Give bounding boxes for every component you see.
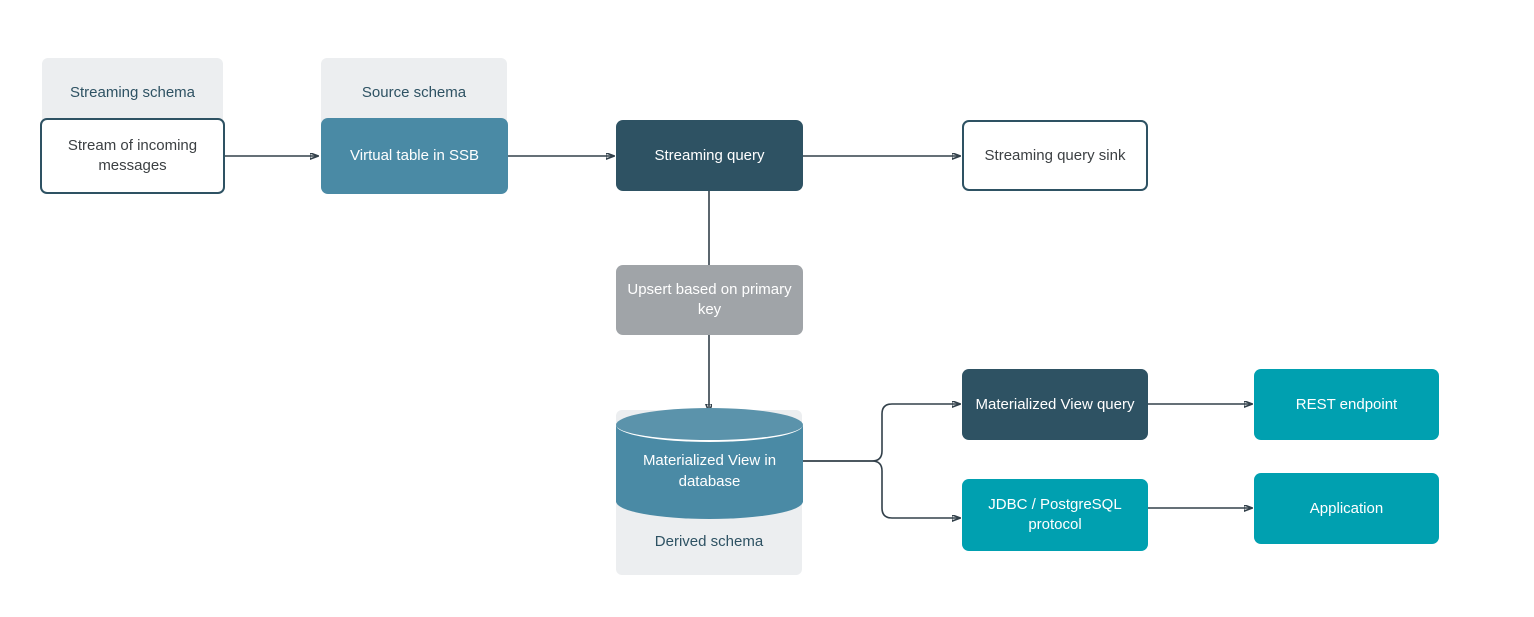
node-application[interactable]: Application: [1254, 473, 1439, 544]
group-derived-schema-label: Derived schema: [654, 533, 764, 550]
node-virtual-table-in-ssb[interactable]: Virtual table in SSB: [321, 118, 508, 194]
node-jdbc-postgresql-protocol[interactable]: JDBC / PostgreSQL protocol: [962, 479, 1148, 551]
node-materialized-view-query[interactable]: Materialized View query: [962, 369, 1148, 440]
node-streaming-query[interactable]: Streaming query: [616, 120, 803, 191]
edge-materialized-view-to-jdbc: [803, 460, 960, 518]
edge-materialized-view-to-mv-query: [803, 404, 960, 462]
cylinder-top: [616, 408, 803, 442]
node-streaming-query-sink[interactable]: Streaming query sink: [962, 120, 1148, 191]
node-upsert-based-on-primary-key[interactable]: Upsert based on primary key: [616, 265, 803, 335]
node-materialized-view-in-database-label: Materialized View in database: [642, 452, 777, 490]
node-materialized-view-in-database[interactable]: Materialized View in database: [616, 408, 803, 519]
node-stream-of-incoming-messages[interactable]: Stream of incoming messages: [40, 118, 225, 194]
group-streaming-schema-label: Streaming schema: [69, 84, 196, 101]
group-source-schema-label: Source schema: [361, 84, 467, 101]
node-rest-endpoint[interactable]: REST endpoint: [1254, 369, 1439, 440]
